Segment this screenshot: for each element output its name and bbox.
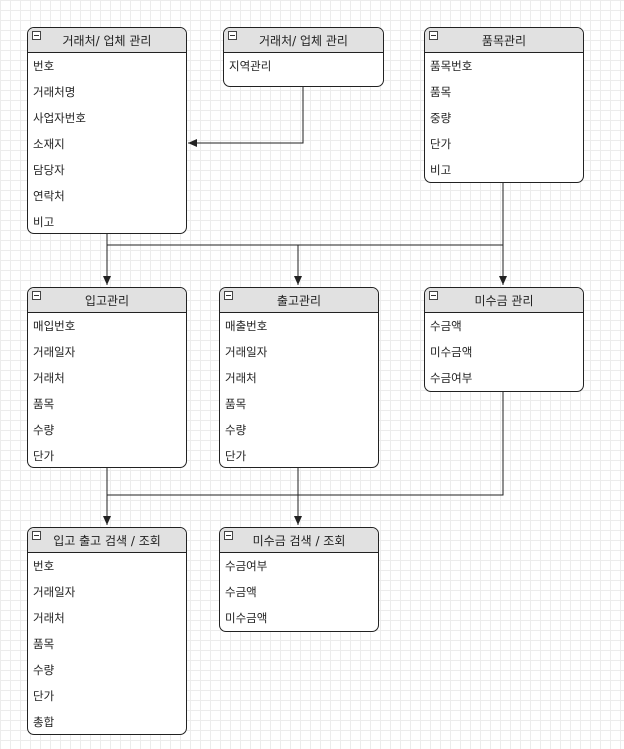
field-row[interactable]: 수금액 — [430, 319, 462, 333]
entity-title: 출고관리 — [276, 293, 322, 308]
entity-title: 품목관리 — [481, 33, 527, 48]
field-row[interactable]: 품목번호 — [430, 59, 473, 73]
entity-title: 입고 출고 검색 / 조회 — [53, 533, 161, 548]
entity-title: 미수금 검색 / 조회 — [252, 533, 346, 548]
field-list: 번호 거래처명 사업자번호 소재지 담당자 연락처 비고 — [28, 53, 186, 233]
field-list: 번호 거래일자 거래처 품목 수량 단가 총합 — [28, 553, 186, 734]
field-list: 품목번호 품목 중량 단가 비고 — [425, 53, 583, 182]
entity-header[interactable]: 미수금 검색 / 조회 — [220, 528, 378, 553]
field-row[interactable]: 품목 — [33, 397, 55, 411]
collapse-icon[interactable] — [224, 531, 233, 540]
field-row[interactable]: 거래일자 — [225, 345, 268, 359]
collapse-icon[interactable] — [429, 31, 438, 40]
entity-header[interactable]: 미수금 관리 — [425, 288, 583, 313]
entity-header[interactable]: 출고관리 — [220, 288, 378, 313]
field-row[interactable]: 총합 — [33, 715, 55, 729]
field-row[interactable]: 번호 — [33, 559, 55, 573]
collapse-icon[interactable] — [228, 31, 237, 40]
field-row[interactable]: 거래처 — [225, 371, 257, 385]
field-list: 매출번호 거래일자 거래처 품목 수량 단가 — [220, 313, 378, 467]
collapse-icon[interactable] — [32, 531, 41, 540]
field-row[interactable]: 수량 — [33, 423, 55, 437]
field-row[interactable]: 번호 — [33, 59, 55, 73]
entity-title: 거래처/ 업체 관리 — [62, 33, 152, 48]
field-row[interactable]: 수량 — [33, 663, 55, 677]
field-list: 지역관리 — [224, 53, 383, 79]
field-row[interactable]: 매입번호 — [33, 319, 76, 333]
entity-header[interactable]: 품목관리 — [425, 28, 583, 53]
field-row[interactable]: 중량 — [430, 111, 452, 125]
entity-header[interactable]: 입고관리 — [28, 288, 186, 313]
field-row[interactable]: 소재지 — [33, 137, 65, 151]
entity-receivable-search[interactable]: 미수금 검색 / 조회 수금여부 수금액 미수금액 — [219, 527, 379, 632]
field-row[interactable]: 수량 — [225, 423, 247, 437]
entity-outbound-management[interactable]: 출고관리 매출번호 거래일자 거래처 품목 수량 단가 — [219, 287, 379, 468]
edge-client-item-bus — [106, 234, 503, 246]
field-row[interactable]: 거래처 — [33, 611, 65, 625]
field-row[interactable]: 미수금액 — [430, 345, 473, 359]
collapse-icon[interactable] — [429, 291, 438, 300]
field-row[interactable]: 품목 — [225, 397, 247, 411]
field-row[interactable]: 거래일자 — [33, 345, 76, 359]
entity-header[interactable]: 거래처/ 업체 관리 — [224, 28, 383, 53]
field-row[interactable]: 단가 — [33, 449, 55, 463]
entity-inout-search[interactable]: 입고 출고 검색 / 조회 번호 거래일자 거래처 품목 수량 단가 총합 — [27, 527, 187, 735]
field-row[interactable]: 거래처 — [33, 371, 65, 385]
collapse-icon[interactable] — [224, 291, 233, 300]
field-row[interactable]: 수금여부 — [430, 371, 473, 385]
field-row[interactable]: 단가 — [430, 137, 452, 151]
entity-client-management[interactable]: 거래처/ 업체 관리 번호 거래처명 사업자번호 소재지 담당자 연락처 비고 — [27, 27, 187, 234]
entity-client-region[interactable]: 거래처/ 업체 관리 지역관리 — [223, 27, 384, 87]
entity-title: 미수금 관리 — [474, 293, 534, 308]
field-list: 수금액 미수금액 수금여부 — [425, 313, 583, 391]
entity-title: 거래처/ 업체 관리 — [259, 33, 348, 48]
field-row[interactable]: 수금여부 — [225, 559, 268, 573]
collapse-icon[interactable] — [32, 291, 41, 300]
field-row[interactable]: 품목 — [430, 85, 452, 99]
field-row[interactable]: 비고 — [430, 163, 452, 177]
entity-inbound-management[interactable]: 입고관리 매입번호 거래일자 거래처 품목 수량 단가 — [27, 287, 187, 468]
field-row[interactable]: 수금액 — [225, 585, 257, 599]
entity-receivable-management[interactable]: 미수금 관리 수금액 미수금액 수금여부 — [424, 287, 584, 392]
field-row[interactable]: 사업자번호 — [33, 111, 86, 125]
collapse-icon[interactable] — [32, 31, 41, 40]
field-list: 매입번호 거래일자 거래처 품목 수량 단가 — [28, 313, 186, 467]
field-row[interactable]: 단가 — [33, 689, 55, 703]
entity-item-management[interactable]: 품목관리 품목번호 품목 중량 단가 비고 — [424, 27, 584, 183]
field-row[interactable]: 거래일자 — [33, 585, 76, 599]
field-row[interactable]: 매출번호 — [225, 319, 268, 333]
field-row[interactable]: 담당자 — [33, 163, 65, 177]
field-row[interactable]: 품목 — [33, 637, 55, 651]
field-list: 수금여부 수금액 미수금액 — [220, 553, 378, 631]
entity-header[interactable]: 입고 출고 검색 / 조회 — [28, 528, 186, 553]
field-row[interactable]: 미수금액 — [225, 611, 268, 625]
field-row[interactable]: 단가 — [225, 449, 247, 463]
edge-region-to-client — [188, 87, 304, 147]
field-row[interactable]: 비고 — [33, 215, 55, 229]
entity-title: 입고관리 — [84, 293, 130, 308]
entity-header[interactable]: 거래처/ 업체 관리 — [28, 28, 186, 53]
field-row[interactable]: 지역관리 — [229, 59, 272, 73]
field-row[interactable]: 거래처명 — [33, 85, 76, 99]
field-row[interactable]: 연락처 — [33, 189, 65, 203]
